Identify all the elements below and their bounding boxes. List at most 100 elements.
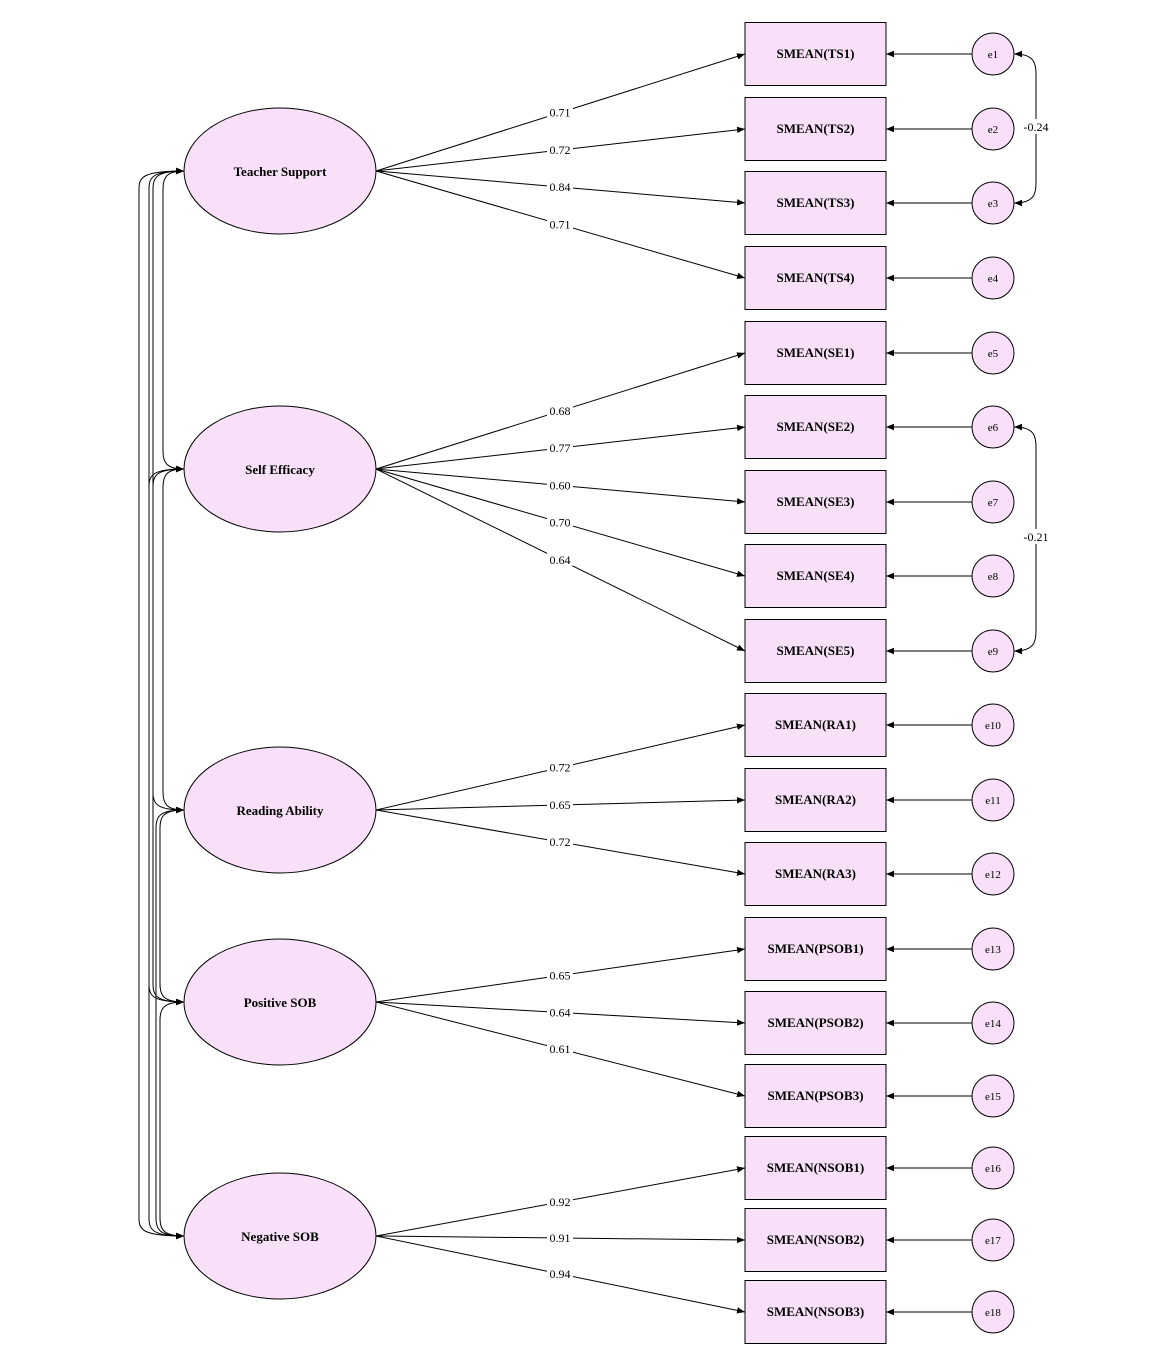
loading-label: 0.77: [550, 441, 571, 455]
error-label: e18: [985, 1307, 1001, 1319]
error-label: e11: [985, 795, 1000, 807]
indicator-label: SMEAN(NSOB3): [767, 1304, 865, 1319]
error-label: e3: [988, 198, 999, 210]
indicator-box: [744, 544, 887, 608]
error-label: e10: [985, 720, 1001, 732]
indicator-label: SMEAN(PSOB2): [767, 1015, 863, 1030]
latent-covariance-path: [159, 806, 185, 1006]
latent-label: Negative SOB: [241, 1229, 319, 1244]
error-term: [971, 405, 1015, 449]
indicator-label: SMEAN(TS1): [776, 46, 854, 61]
indicator-label: SMEAN(SE3): [776, 494, 854, 509]
indicator-label: SMEAN(TS3): [776, 195, 854, 210]
error-term: [971, 32, 1015, 76]
error-label: e9: [988, 646, 999, 658]
indicator-box: [744, 1208, 887, 1272]
error-label: e7: [988, 497, 999, 509]
indicator-label: SMEAN(SE5): [776, 643, 854, 658]
latent-covariance-path: [138, 167, 185, 1240]
indicator-label: SMEAN(PSOB3): [767, 1088, 863, 1103]
latent-variable: [183, 107, 377, 235]
loading-label-bg: [547, 759, 573, 774]
covariance-label: -0.21: [1024, 530, 1049, 544]
error-label: e4: [988, 273, 999, 285]
loading-label: 0.70: [550, 515, 571, 529]
loading-label: 0.72: [550, 835, 571, 849]
latent-label: Self Efficacy: [245, 462, 315, 477]
error-label: e6: [988, 422, 999, 434]
indicator-label: SMEAN(SE4): [776, 568, 854, 583]
error-term: [971, 181, 1015, 225]
error-label: e8: [988, 571, 999, 583]
indicator-box: [744, 395, 887, 459]
indicator-box: [744, 619, 887, 683]
error-label: e14: [985, 1018, 1001, 1030]
error-label: e16: [985, 1163, 1001, 1175]
indicator-box: [744, 768, 887, 832]
loading-label-bg: [547, 833, 573, 848]
loading-label-bg: [547, 477, 573, 492]
latent-label: Reading Ability: [236, 803, 324, 818]
error-label: e15: [985, 1091, 1001, 1103]
indicator-box: [744, 246, 887, 310]
error-term: [971, 1001, 1015, 1045]
error-term: [971, 852, 1015, 896]
loading-label-bg: [547, 1004, 573, 1019]
indicator-label: SMEAN(RA2): [775, 792, 856, 807]
indicator-box: [744, 97, 887, 161]
indicator-label: SMEAN(PSOB1): [767, 941, 863, 956]
indicator-box: [744, 171, 887, 235]
latent-variable: [183, 938, 377, 1066]
covariance-label-bg: [1020, 119, 1052, 134]
indicator-box: [744, 693, 887, 757]
error-term: [971, 554, 1015, 598]
latent-covariance-path: [159, 998, 185, 1240]
indicator-box: [744, 22, 887, 86]
indicator-label: SMEAN(NSOB2): [767, 1232, 865, 1247]
loading-label: 0.71: [550, 217, 571, 231]
indicator-box: [744, 321, 887, 385]
error-term: [971, 1218, 1015, 1262]
error-term: [971, 107, 1015, 151]
error-term: [971, 331, 1015, 375]
loading-label-bg: [547, 967, 573, 982]
loading-label: 0.94: [550, 1267, 571, 1281]
indicator-label: SMEAN(SE1): [776, 345, 854, 360]
latent-variable: [183, 405, 377, 533]
loading-label-bg: [547, 1265, 573, 1280]
loading-label: 0.60: [550, 478, 571, 492]
latent-label: Positive SOB: [244, 995, 317, 1010]
loading-label-bg: [547, 178, 573, 193]
indicator-box: [744, 1280, 887, 1344]
latent-covariance-path: [152, 167, 185, 814]
error-label: e5: [988, 348, 999, 360]
indicator-box: [744, 842, 887, 906]
error-term: [971, 703, 1015, 747]
loading-label-bg: [547, 104, 573, 119]
loading-label-bg: [547, 403, 573, 418]
latent-covariance-path: [155, 806, 185, 1240]
indicator-label: SMEAN(SE2): [776, 419, 854, 434]
loading-label: 0.68: [550, 404, 571, 418]
latent-covariance-path: [162, 465, 185, 814]
covariance-label: -0.24: [1024, 120, 1049, 134]
latent-covariance-path: [148, 465, 185, 1240]
error-term: [971, 629, 1015, 673]
loading-label: 0.64: [550, 1005, 571, 1019]
loading-label: 0.65: [550, 969, 571, 983]
error-label: e1: [988, 49, 998, 61]
loading-label-bg: [547, 797, 573, 812]
latent-covariance-path: [148, 167, 185, 1006]
indicator-box: [744, 470, 887, 534]
error-term: [971, 1146, 1015, 1190]
error-term: [971, 480, 1015, 524]
loading-label: 0.72: [550, 143, 571, 157]
loading-label-bg: [547, 142, 573, 157]
loading-label: 0.92: [550, 1195, 571, 1209]
indicator-box: [744, 917, 887, 981]
loading-label-bg: [547, 1194, 573, 1209]
loading-label: 0.72: [550, 761, 571, 775]
indicator-label: SMEAN(TS2): [776, 121, 854, 136]
error-label: e12: [985, 869, 1001, 881]
